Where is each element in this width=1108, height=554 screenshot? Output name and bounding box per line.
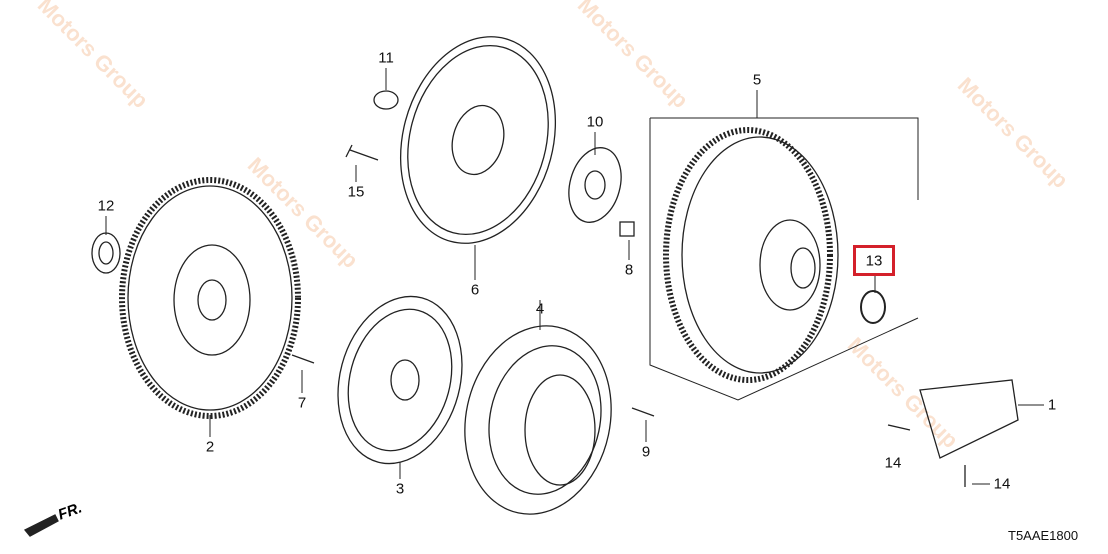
callout-8[interactable]: 8	[624, 261, 634, 279]
bearing-part-11	[373, 90, 399, 110]
plate-part-10	[568, 147, 622, 223]
bolt-part-15	[345, 144, 379, 161]
pressure-plate-part-4	[464, 325, 612, 515]
callout-5[interactable]: 5	[752, 71, 762, 89]
callout-1[interactable]: 1	[1047, 396, 1057, 414]
bolt-part-9	[631, 407, 655, 417]
bolt-part-8	[619, 221, 635, 237]
callout-3[interactable]: 3	[395, 480, 405, 498]
clutch-disc-part-3	[337, 295, 463, 465]
bracket-part-1	[919, 379, 1019, 459]
plate-part-6	[399, 36, 557, 244]
callout-13[interactable]: 13	[865, 252, 883, 270]
highlight-box-13	[853, 245, 895, 276]
callout-14[interactable]: 14	[884, 454, 902, 472]
callout-12[interactable]: 12	[97, 197, 115, 215]
bearing-part-12	[91, 232, 121, 274]
flywheel-part-2	[119, 177, 301, 419]
bolt-part-14	[887, 424, 966, 487]
callout-6[interactable]: 6	[470, 281, 480, 299]
callout-14[interactable]: 14	[993, 475, 1011, 493]
callout-9[interactable]: 9	[641, 443, 651, 461]
callout-4[interactable]: 4	[535, 300, 545, 318]
callout-15[interactable]: 15	[347, 183, 365, 201]
front-arrow-icon	[23, 514, 59, 537]
bolt-part-7	[291, 354, 315, 364]
callout-7[interactable]: 7	[297, 394, 307, 412]
seal-part-13	[860, 290, 886, 324]
callout-11[interactable]: 11	[378, 49, 394, 67]
callout-10[interactable]: 10	[586, 113, 604, 131]
callout-2[interactable]: 2	[205, 438, 215, 456]
diagram-code: T5AAE1800	[1008, 528, 1079, 543]
torque-converter-part-5	[649, 117, 919, 401]
